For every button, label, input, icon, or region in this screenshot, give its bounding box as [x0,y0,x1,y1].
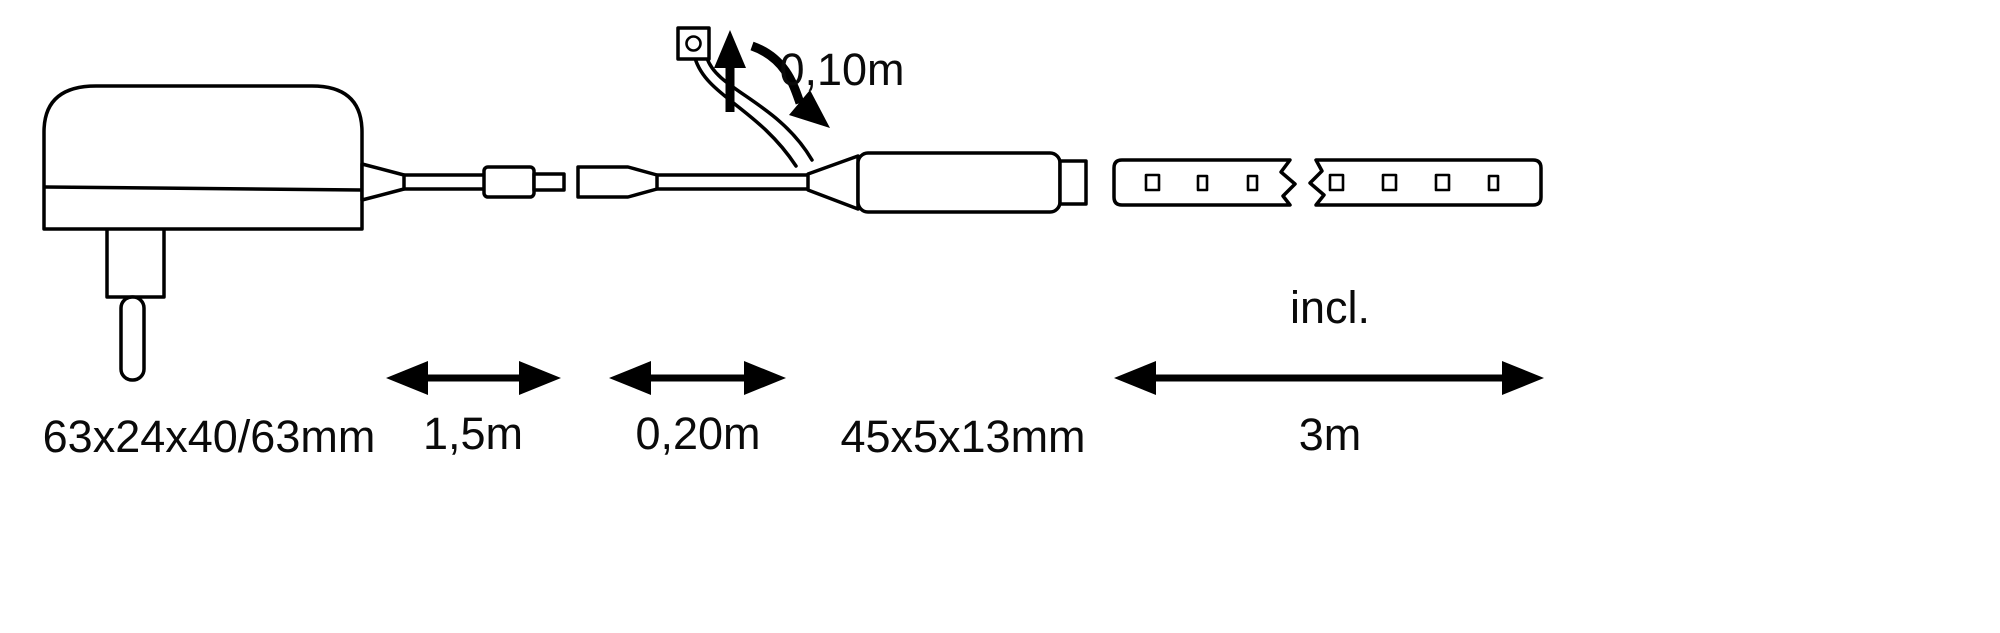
led-strip-segment-2 [1308,158,1543,207]
controller-box [806,151,1088,214]
led-chip [1434,173,1451,192]
strip-length-arrow [1114,361,1544,395]
led-strip [1112,158,1543,207]
arrow-head-left [386,361,428,395]
led-chip [1381,173,1398,192]
arrow-head-right [744,361,786,395]
dc-plug-barrel [482,165,536,199]
strip-length-label: 3m [1299,409,1362,460]
led-chip [1246,174,1259,192]
cable-length-arrow [386,361,561,395]
sensor-lens [685,35,702,52]
sensor-assembly [676,26,814,168]
arrow-head-right [519,361,561,395]
sensor-height-arrows [714,30,830,128]
controller-end-cap [1058,159,1088,206]
sensor-wire-inner [705,56,814,162]
dc-socket [576,165,659,199]
arrow-head-left [1114,361,1156,395]
controller-dimensions-label: 45x5x13mm [840,411,1085,462]
adapter-dimensions-label: 63x24x40/63mm [43,411,376,462]
swivel-arrow-curve [750,41,805,105]
arrow-head-left [609,361,651,395]
included-label: incl. [1290,282,1370,333]
extension-cable [576,165,810,199]
sensor-height-label: 0,10m [779,44,904,95]
connector-length-label: 0,20m [635,408,760,459]
dc-cable [360,162,566,202]
led-chip [1144,173,1161,192]
controller-taper [806,154,860,211]
plug-housing [105,228,166,299]
plug-prong [119,295,146,382]
led-chips [1144,173,1500,192]
led-chip [1328,173,1345,192]
connector-length-arrow [609,361,786,395]
swivel-arrow-head [789,90,830,128]
led-chip [1487,174,1500,192]
controller-body [856,151,1062,214]
strain-relief [360,162,406,202]
adapter-seam-line [43,185,363,192]
arrow-head-right [1502,361,1544,395]
power-adapter [42,84,364,382]
led-chip [1196,174,1209,192]
up-arrow-head [714,30,746,68]
sensor-wire-outer [693,56,798,168]
dc-plug-tip [532,172,566,192]
cable-length-label: 1,5m [423,408,523,459]
adapter-body [42,84,364,231]
